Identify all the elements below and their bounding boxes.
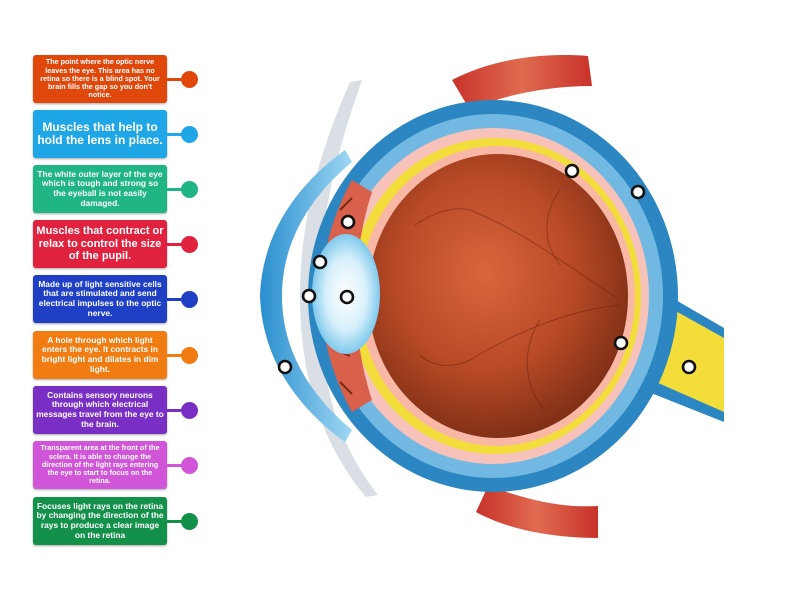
label-card-iris[interactable]: Muscles that contract or relax to contro… [33,220,167,268]
label-card-sclera[interactable]: The white outer layer of the eye which i… [33,165,167,213]
label-text: Focuses light rays on the retina by chan… [36,502,164,540]
label-text: Muscles that contract or relax to contro… [36,225,164,263]
drop-target-blind-spot[interactable] [615,337,627,349]
label-card-retina[interactable]: Made up of light sensitive cells that ar… [33,275,167,323]
label-handle[interactable] [181,291,198,308]
label-handle[interactable] [181,236,198,253]
label-text: Transparent area at the front of the scl… [36,444,164,485]
drop-target-sclera[interactable] [632,186,644,198]
label-handle[interactable] [181,402,198,419]
label-handle[interactable] [181,126,198,143]
label-card-suspensory-ligaments[interactable]: Muscles that help to hold the lens in pl… [33,110,167,158]
drop-target-retina[interactable] [566,165,578,177]
label-handle[interactable] [181,71,198,88]
label-handle[interactable] [181,347,198,364]
drop-target-lens[interactable] [341,291,353,303]
label-card-optic-nerve[interactable]: Contains sensory neurons through which e… [33,386,167,434]
drop-target-ciliary-muscle[interactable] [342,216,354,228]
drop-target-pupil[interactable] [303,290,315,302]
label-card-cornea[interactable]: Transparent area at the front of the scl… [33,441,167,489]
label-text: The point where the optic nerve leaves t… [36,58,164,99]
label-card-pupil[interactable]: A hole through which light enters the ey… [33,331,167,379]
label-card-lens[interactable]: Focuses light rays on the retina by chan… [33,497,167,545]
drop-target-optic-nerve[interactable] [683,361,695,373]
label-handle[interactable] [181,513,198,530]
label-text: The white outer layer of the eye which i… [36,170,164,208]
label-text: Contains sensory neurons through which e… [36,391,164,429]
drop-target-cornea[interactable] [279,361,291,373]
label-text: Muscles that help to hold the lens in pl… [36,121,164,148]
label-text: A hole through which light enters the ey… [36,336,164,374]
label-handle[interactable] [181,181,198,198]
label-handle[interactable] [181,457,198,474]
label-text: Made up of light sensitive cells that ar… [36,280,164,318]
drop-target-iris[interactable] [314,256,326,268]
label-card-blind-spot[interactable]: The point where the optic nerve leaves t… [33,55,167,103]
